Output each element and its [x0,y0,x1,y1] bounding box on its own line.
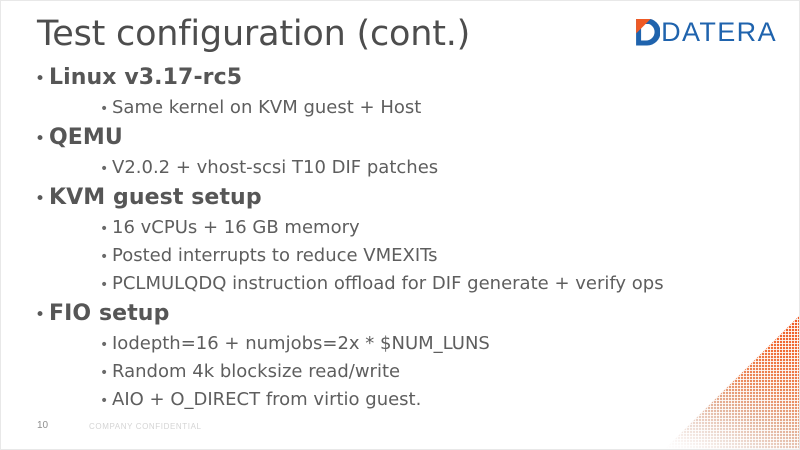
list-item: •AIO + O_DIRECT from virtio guest. [1,389,761,417]
list-item: •V2.0.2 + vhost-scsi T10 DIF patches [1,157,761,185]
logo-wordmark: DATERA [661,16,777,47]
footer-confidential-label: COMPANY CONFIDENTIAL [89,422,202,431]
list-item: •Linux v3.17-rc5 [1,65,761,97]
bullet-dot-icon: • [100,365,109,381]
datera-d-icon [636,18,660,46]
footer-page-number: 10 [37,420,49,431]
bullet-dot-icon: • [100,393,109,409]
bullet-dot-icon: • [35,129,46,149]
list-item: •16 vCPUs + 16 GB memory [1,217,761,245]
bullet-list: •Linux v3.17-rc5•Same kernel on KVM gues… [1,65,761,417]
page-title: Test configuration (cont.) [37,14,471,54]
list-item-label: Posted interrupts to reduce VMEXITs [112,245,438,266]
bullet-dot-icon: • [100,277,109,293]
list-item-label: V2.0.2 + vhost-scsi T10 DIF patches [112,157,439,178]
list-item: •Posted interrupts to reduce VMEXITs [1,245,761,273]
list-item: •QEMU [1,125,761,157]
list-item: •Random 4k blocksize read/write [1,361,761,389]
list-item: •KVM guest setup [1,185,761,217]
list-item-label: AIO + O_DIRECT from virtio guest. [112,389,422,410]
list-item-label: FIO setup [49,301,170,326]
bullet-dot-icon: • [100,249,109,265]
list-item: •PCLMULQDQ instruction offload for DIF g… [1,273,761,301]
list-item: •Iodepth=16 + numjobs=2x * $NUM_LUNS [1,333,761,361]
bullet-dot-icon: • [100,161,109,177]
list-item-label: Iodepth=16 + numjobs=2x * $NUM_LUNS [112,333,490,354]
list-item: •FIO setup [1,301,761,333]
bullet-dot-icon: • [100,101,109,117]
list-item-label: Same kernel on KVM guest + Host [112,97,422,118]
list-item: •Same kernel on KVM guest + Host [1,97,761,125]
bullet-dot-icon: • [35,69,46,89]
list-item-label: Random 4k blocksize read/write [112,361,401,382]
list-item-label: QEMU [49,125,123,150]
bullet-dot-icon: • [100,221,109,237]
bullet-dot-icon: • [100,337,109,353]
list-item-label: Linux v3.17-rc5 [49,65,243,90]
list-item-label: KVM guest setup [49,185,262,210]
bullet-dot-icon: • [35,305,46,325]
bullet-dot-icon: • [35,189,46,209]
datera-logo: DATERA [636,17,777,47]
list-item-label: 16 vCPUs + 16 GB memory [112,217,360,238]
logo-d-inner-counter [641,24,655,41]
list-item-label: PCLMULQDQ instruction offload for DIF ge… [112,273,664,294]
